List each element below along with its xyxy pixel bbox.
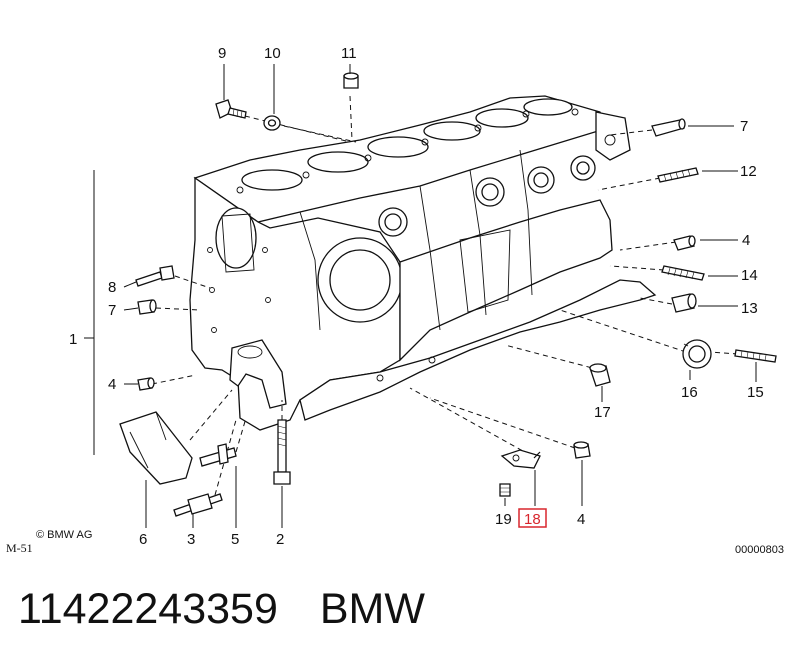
callout-17: 17 bbox=[594, 404, 611, 421]
callout-2: 2 bbox=[276, 531, 284, 548]
part-7-dowel-top bbox=[651, 118, 686, 137]
copyright-text: © BMW AG bbox=[36, 529, 92, 541]
callout-10: 10 bbox=[264, 45, 281, 62]
part-9-bolt bbox=[215, 99, 247, 119]
callout-4-left: 4 bbox=[108, 376, 116, 393]
callout-18-highlighted: 18 bbox=[524, 511, 541, 528]
part-13-bushing bbox=[671, 293, 697, 313]
part-15-stud bbox=[734, 349, 777, 363]
exploded-parts-diagram: 9 10 11 7 12 4 14 13 16 15 17 19 18 4 8 … bbox=[6, 45, 784, 556]
part-12-stud bbox=[657, 167, 699, 183]
callout-11: 11 bbox=[341, 45, 357, 62]
part-19-screw bbox=[499, 483, 511, 497]
callout-4-bottom: 4 bbox=[577, 511, 585, 528]
callout-15: 15 bbox=[747, 384, 764, 401]
callout-3: 3 bbox=[187, 531, 195, 548]
part-16-seal bbox=[682, 339, 712, 369]
sheet-code: M-51 bbox=[6, 541, 33, 555]
callout-9: 9 bbox=[218, 45, 226, 62]
highlight-box-18 bbox=[518, 508, 547, 528]
callout-8: 8 bbox=[108, 279, 116, 296]
callout-12: 12 bbox=[740, 163, 757, 180]
part-7-dowel-left bbox=[137, 299, 157, 315]
callout-13: 13 bbox=[741, 300, 758, 317]
image-code: 00000803 bbox=[735, 544, 784, 556]
callout-7-top: 7 bbox=[740, 118, 748, 135]
part-4-sleeve-left bbox=[137, 377, 155, 391]
part-4-sleeve-right bbox=[673, 235, 696, 251]
part-6-bearing-cap bbox=[119, 411, 193, 485]
footer: 11422243359 BMW bbox=[18, 585, 425, 634]
part-18-oil-spray-nozzle bbox=[500, 449, 541, 469]
part-10-washer bbox=[263, 115, 281, 131]
part-3-stud bbox=[173, 493, 223, 517]
callout-5: 5 bbox=[231, 531, 239, 548]
callout-19: 19 bbox=[495, 511, 512, 528]
part-2-bolt bbox=[273, 419, 291, 485]
callout-7-left: 7 bbox=[108, 302, 116, 319]
part-11-sleeve bbox=[343, 72, 359, 89]
part-14-stud bbox=[661, 265, 705, 281]
part-5-stud bbox=[199, 443, 237, 467]
callout-16: 16 bbox=[681, 384, 698, 401]
callout-6: 6 bbox=[139, 531, 147, 548]
leader-lines bbox=[151, 95, 739, 496]
callout-pointers bbox=[84, 64, 757, 528]
callout-14: 14 bbox=[741, 267, 758, 284]
callout-labels: 9 10 11 7 12 4 14 13 16 15 17 19 18 4 8 … bbox=[6, 45, 784, 556]
callout-1: 1 bbox=[69, 331, 77, 348]
part-17-plug bbox=[589, 363, 611, 387]
brand-name: BMW bbox=[319, 585, 425, 633]
callout-4-right: 4 bbox=[742, 232, 750, 249]
engine-block bbox=[189, 95, 657, 431]
part-4-sleeve-bottom bbox=[573, 441, 591, 459]
part-number: 11422243359 bbox=[18, 585, 278, 633]
part-8-bolt bbox=[135, 265, 175, 287]
